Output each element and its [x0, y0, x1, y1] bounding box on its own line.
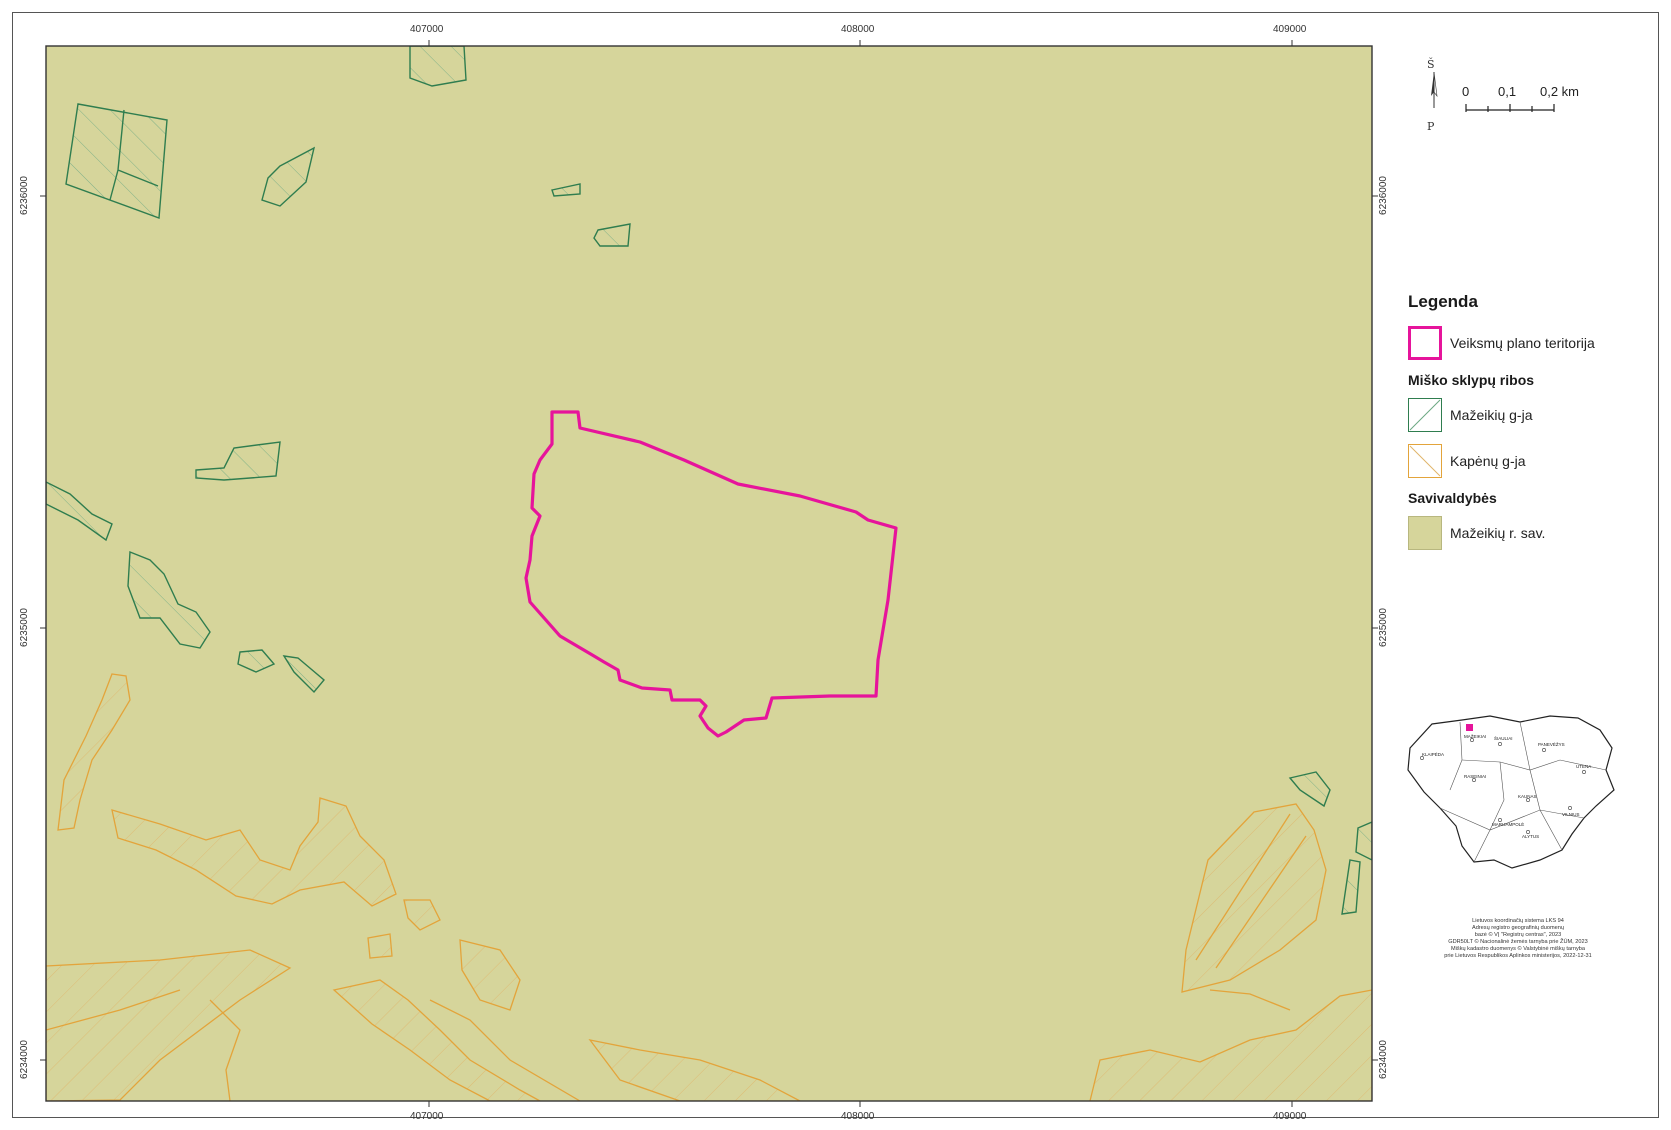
forest-parcel: [195, 441, 281, 481]
legend: Legenda Veiksmų plano teritorija Miško s…: [1408, 292, 1648, 556]
forest-parcel: [1288, 771, 1331, 808]
forest-parcel: [261, 146, 316, 207]
forest-parcel: [57, 673, 131, 831]
scale-bar-graphic: [1465, 104, 1555, 112]
forest-parcel: [127, 550, 211, 649]
scale-label: 0,1: [1498, 84, 1517, 99]
scale-bar: 0 0,1 0,2 km: [1462, 84, 1582, 124]
inset-city-label: MAŽEIKIAI: [1464, 734, 1487, 739]
forest-parcel: [551, 183, 581, 197]
inset-city-label: PANEVĖŽYS: [1538, 742, 1565, 747]
y-tick-left: 6234000: [18, 1040, 30, 1079]
map-credits: Lietuvos koordinačių sistema LKS 94 Adre…: [1392, 918, 1644, 960]
south-label: P: [1427, 120, 1435, 133]
legend-label: Veiksmų plano teritorija: [1450, 335, 1595, 351]
credit-line: Miškų kadastro duomenys © Valstybinė miš…: [1451, 946, 1585, 952]
x-tick-top: 409000: [1273, 24, 1307, 35]
legend-symbol-green-hatch: [1408, 398, 1442, 432]
x-tick-bottom: 409000: [1273, 1111, 1307, 1122]
x-tick-top: 407000: [410, 24, 444, 35]
north-arrow: Š P: [1424, 58, 1444, 138]
inset-location-marker: [1466, 724, 1473, 731]
legend-item: Mažeikių g-ja: [1408, 392, 1648, 438]
y-tick-left: 6236000: [18, 176, 30, 215]
legend-symbol-orange-hatch: [1408, 444, 1442, 478]
legend-symbol-territory: [1408, 326, 1442, 360]
x-tick-bottom: 408000: [841, 1111, 875, 1122]
forest-parcel: [367, 933, 393, 959]
graticule-ticks: [40, 40, 1378, 1107]
credit-line: bazė © VĮ "Registrų centras", 2023: [1474, 932, 1562, 938]
forest-parcel: [459, 939, 521, 1011]
forest-parcel: [1181, 803, 1327, 993]
credit-line: prie Lietuvos Respublikos Aplinkos minis…: [1444, 953, 1592, 959]
legend-label: Mažeikių r. sav.: [1450, 525, 1546, 541]
y-tick-right: 6236000: [1377, 176, 1389, 215]
map-sheet: [12, 12, 1659, 1118]
legend-section-title: Savivaldybės: [1408, 490, 1497, 506]
legend-item: Veiksmų plano teritorija: [1408, 320, 1648, 366]
forest-parcels-kapenu: [46, 673, 1372, 1101]
inset-city-label: KAUNAS: [1518, 794, 1537, 799]
inset-city-label: KLAIPĖDA: [1422, 752, 1445, 757]
inset-city-label: UTENA: [1576, 764, 1592, 769]
north-label: Š: [1427, 58, 1435, 71]
inset-lithuania-map: [1407, 715, 1615, 869]
credit-line: GDR50LT © Nacionalinė žemės tarnyba prie…: [1448, 939, 1588, 945]
scale-label: 0,2 km: [1540, 84, 1580, 99]
inset-city-label: ŠIAULIAI: [1494, 736, 1513, 741]
forest-parcel: [429, 999, 581, 1101]
y-tick-right: 6235000: [1377, 608, 1389, 647]
x-tick-top: 408000: [841, 24, 875, 35]
forest-parcel: [46, 989, 181, 1031]
forest-parcel: [1195, 813, 1307, 969]
legend-title: Legenda: [1408, 292, 1478, 311]
municipality-area: [46, 46, 1372, 1101]
forest-parcel: [282, 655, 325, 694]
forest-parcel: [588, 1039, 801, 1101]
forest-parcel: [46, 481, 113, 542]
forest-parcel: [1355, 821, 1372, 861]
y-tick-right: 6234000: [1377, 1040, 1389, 1079]
forest-parcel: [209, 999, 241, 1101]
legend-symbol-municipality: [1408, 516, 1442, 550]
legend-label: Kapėnų g-ja: [1450, 453, 1526, 469]
inset-city-label: ALYTUS: [1522, 834, 1540, 839]
credit-line: Lietuvos koordinačių sistema LKS 94: [1472, 918, 1564, 924]
forest-parcel: [593, 223, 631, 247]
forest-parcel: [403, 899, 441, 931]
x-tick-bottom: 407000: [410, 1111, 444, 1122]
forest-parcel: [1089, 989, 1372, 1101]
forest-parcels-mazeikiu: [46, 46, 1372, 915]
north-arrow-icon: [1431, 71, 1438, 108]
forest-parcel: [409, 46, 467, 87]
legend-item: Mažeikių r. sav.: [1408, 510, 1648, 556]
inset-city-label: VILNIUS: [1562, 812, 1580, 817]
credit-line: Adresų registro geografinių duomenų: [1471, 925, 1565, 931]
map-frame: [45, 45, 1373, 1102]
inset-city-label: MARIJAMPOLĖ: [1492, 822, 1525, 827]
legend-section-title: Miško sklypų ribos: [1408, 372, 1535, 388]
inset-labels: MAŽEIKIAI ŠIAULIAI KLAIPĖDA PANEVĖŽYS UT…: [1400, 712, 1618, 872]
legend-label: Mažeikių g-ja: [1450, 407, 1533, 423]
forest-parcel: [237, 649, 276, 673]
forest-parcel: [109, 109, 159, 201]
legend-item: Kapėnų g-ja: [1408, 438, 1648, 484]
scale-label: 0: [1462, 84, 1470, 99]
forest-parcel: [1341, 859, 1361, 915]
action-plan-territory: [524, 410, 898, 738]
y-tick-left: 6235000: [18, 608, 30, 647]
forest-parcel: [1209, 989, 1291, 1011]
forest-parcel: [65, 103, 168, 219]
forest-parcel: [332, 979, 541, 1101]
forest-parcel: [111, 797, 397, 907]
inset-city-label: RASEINIAI: [1464, 774, 1487, 779]
